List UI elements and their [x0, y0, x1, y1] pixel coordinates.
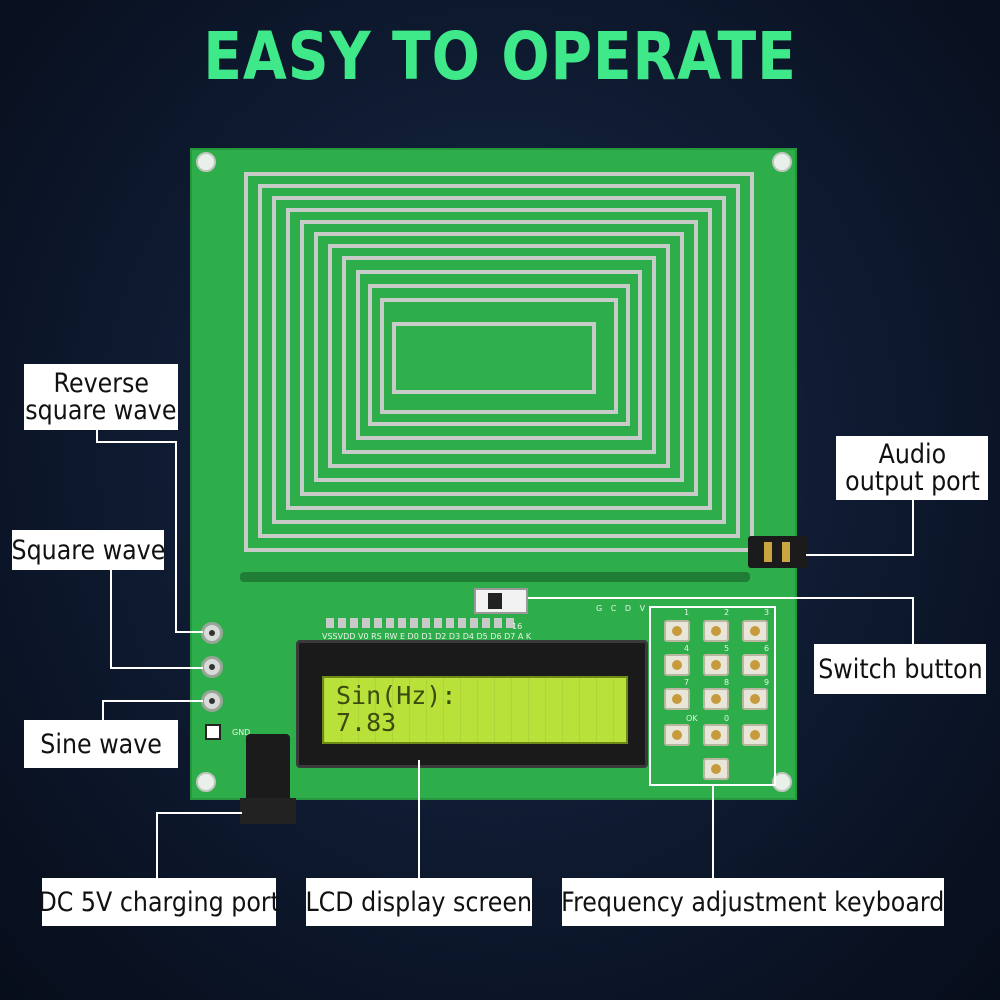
key-ok-label: OK	[686, 714, 698, 723]
key-num-label: 8	[724, 678, 730, 687]
key-num-label: 7	[684, 678, 690, 687]
mounting-hole	[196, 152, 216, 172]
key-0[interactable]	[742, 724, 768, 746]
key-num-label: 4	[684, 644, 690, 653]
label-sine-wave: Sine wave	[24, 720, 178, 768]
key-3[interactable]	[742, 620, 768, 642]
key-num-label: 0	[724, 714, 730, 723]
lcd-screen: Sin(Hz): 7.83	[322, 676, 628, 744]
label-reverse-square-wave: Reverse square wave	[24, 364, 178, 430]
lcd-line-1: Sin(Hz):	[336, 681, 457, 710]
key-8[interactable]	[703, 688, 729, 710]
label-square-wave: Square wave	[11, 530, 165, 570]
pin16-silk-label: 16	[512, 622, 523, 631]
label-lcd-display-screen: LCD display screen	[306, 878, 532, 926]
key-4[interactable]	[664, 654, 690, 676]
label-reverse-square-wave-line1: Reverse	[53, 368, 149, 399]
key-ok[interactable]	[703, 724, 729, 746]
key-back[interactable]	[664, 724, 690, 746]
label-audio-line1: Audio	[878, 439, 946, 470]
label-sine-wave-text: Sine wave	[40, 728, 162, 760]
key-num-label: 3	[764, 608, 770, 617]
label-dc-charging-port-text: DC 5V charging port	[38, 886, 280, 918]
label-audio-output-port: Audio output port	[836, 436, 988, 500]
sine-wave-pin	[201, 690, 223, 712]
key-extra[interactable]	[703, 758, 729, 780]
switch-silk-label: G C D V	[596, 604, 649, 613]
mounting-hole	[196, 772, 216, 792]
key-1[interactable]	[664, 620, 690, 642]
key-7[interactable]	[664, 688, 690, 710]
mounting-hole	[772, 152, 792, 172]
gnd-silk-label: GND	[232, 728, 251, 737]
key-num-label: 2	[724, 608, 730, 617]
key-6[interactable]	[742, 654, 768, 676]
label-reverse-square-wave-line2: square wave	[25, 395, 177, 426]
label-lcd-display-screen-text: LCD display screen	[305, 886, 533, 918]
key-num-label: 6	[764, 644, 770, 653]
audio-jack-contact	[764, 542, 772, 562]
label-audio-line2: output port	[844, 466, 980, 497]
gnd-pad	[205, 724, 221, 740]
label-frequency-keyboard-text: Frequency adjustment keyboard	[561, 886, 945, 918]
label-dc-charging-port: DC 5V charging port	[38, 878, 280, 926]
square-wave-pin	[201, 656, 223, 678]
reverse-square-wave-pin	[201, 622, 223, 644]
audio-jack-contact	[782, 542, 790, 562]
key-num-label: 1	[684, 608, 690, 617]
key-num-label: 9	[764, 678, 770, 687]
switch-knob[interactable]	[488, 593, 502, 609]
key-5[interactable]	[703, 654, 729, 676]
keypad-outline	[649, 606, 776, 786]
dc-plug	[240, 798, 296, 824]
key-2[interactable]	[703, 620, 729, 642]
key-num-label: 5	[724, 644, 730, 653]
label-switch-button-text: Switch button	[817, 653, 983, 685]
label-square-wave-text: Square wave	[11, 534, 165, 566]
key-9[interactable]	[742, 688, 768, 710]
lcd-line-2: 7.83	[336, 708, 397, 737]
label-frequency-keyboard: Frequency adjustment keyboard	[561, 878, 945, 926]
board-slot	[240, 572, 750, 582]
audio-output-jack[interactable]	[748, 536, 808, 568]
mounting-hole	[772, 772, 792, 792]
headline: EASY TO OPERATE	[203, 18, 797, 95]
lcd-pin-silk-label: VSSVDD V0 RS RW E D0 D1 D2 D3 D4 D5 D6 D…	[322, 632, 532, 641]
label-switch-button: Switch button	[814, 644, 986, 694]
